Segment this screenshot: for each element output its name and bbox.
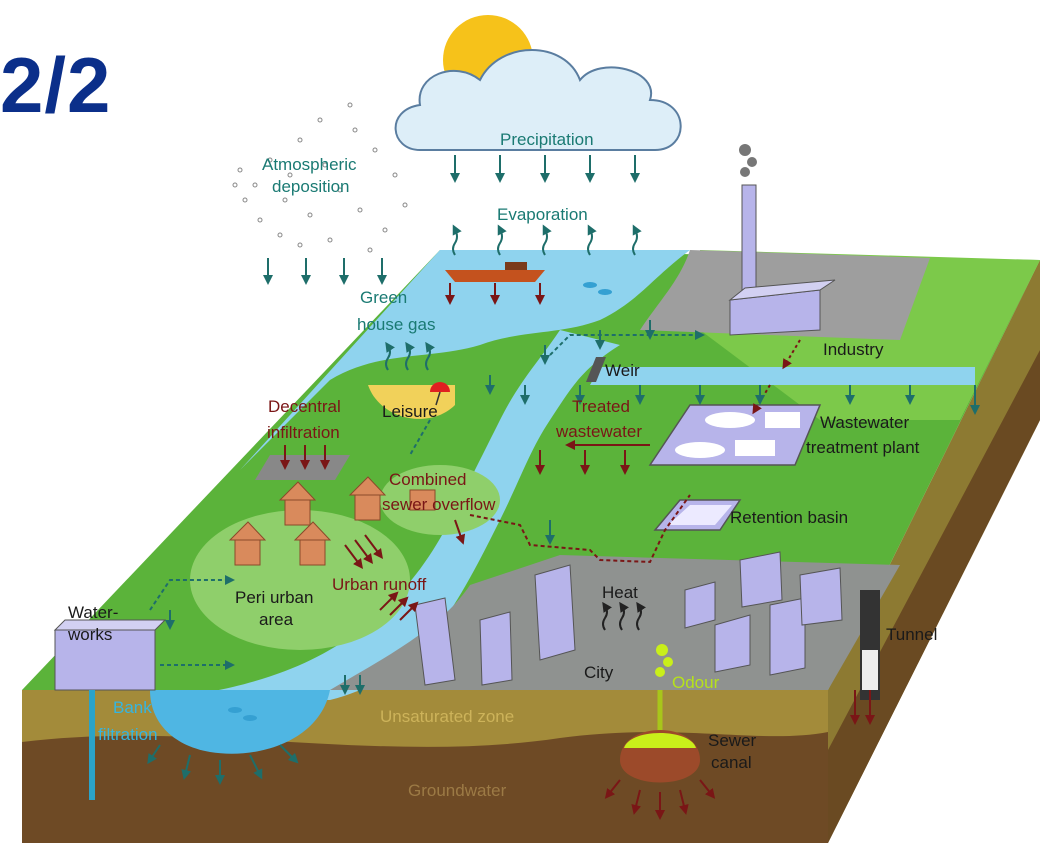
teal-flow-paths	[149, 330, 705, 670]
label-treated-1: Treated	[572, 397, 630, 416]
ship-arrows	[445, 283, 545, 305]
label-bank-1: Bank	[113, 698, 152, 717]
smoke-icon	[739, 144, 757, 177]
sewer-arrows	[604, 779, 716, 820]
leisure-beach	[368, 385, 455, 419]
label-precipitation: Precipitation	[500, 130, 594, 149]
cso-path	[469, 494, 691, 564]
label-greenhouse-1: Green	[360, 288, 407, 307]
label-groundwater: Groundwater	[408, 781, 507, 800]
groundwater-lens	[150, 690, 330, 754]
weir	[586, 357, 606, 382]
label-wwtp-1: Wastewater	[820, 413, 909, 432]
label-unsaturated: Unsaturated zone	[380, 707, 514, 726]
block-side-ground	[828, 350, 1040, 843]
evaporation-arrows	[452, 224, 642, 256]
label-wwtp-2: treatment plant	[806, 438, 920, 457]
odour-plume	[655, 644, 673, 677]
green-patch-2	[380, 465, 500, 535]
precipitation-arrows	[450, 155, 640, 183]
label-decentral-1: Decentral	[268, 397, 341, 416]
page-number: 2/2	[0, 41, 112, 129]
label-decentral-2: infiltration	[267, 423, 340, 442]
label-heat: Heat	[602, 583, 638, 602]
label-bank-2: filtration	[98, 725, 158, 744]
label-leisure: Leisure	[382, 402, 438, 421]
houses	[228, 476, 436, 566]
teal-down-arrows	[165, 320, 980, 695]
red-arrows	[280, 445, 875, 725]
label-industry: Industry	[823, 340, 884, 359]
label-waterworks-2: works	[67, 625, 112, 644]
fish-icon	[228, 282, 612, 721]
label-greenhouse-2: house gas	[357, 315, 435, 334]
label-sewer-2: canal	[711, 753, 752, 772]
label-treated-2: wastewater	[555, 422, 642, 441]
label-sewer-1: Sewer	[708, 731, 757, 750]
greenhouse-arrows	[385, 341, 435, 371]
label-atmospheric-2: deposition	[272, 177, 350, 196]
label-odour: Odour	[672, 673, 720, 692]
label-waterworks-1: Water-	[68, 603, 118, 622]
umbrella-icon	[430, 382, 450, 406]
lake	[240, 250, 690, 470]
infiltration-pad	[255, 455, 350, 480]
label-cso-2: sewer overflow	[382, 495, 496, 514]
label-runoff: Urban runoff	[332, 575, 426, 594]
heat-arrows	[602, 601, 646, 631]
label-peri-2: area	[259, 610, 294, 629]
city-buildings	[414, 551, 843, 686]
bank-filtration-arrows	[147, 744, 299, 785]
label-weir: Weir	[605, 361, 640, 380]
canal	[590, 367, 975, 385]
cloud	[394, 49, 682, 151]
ship-icon	[445, 262, 545, 282]
label-atmospheric-1: Atmospheric	[262, 155, 357, 174]
river	[150, 330, 620, 700]
label-retention: Retention basin	[730, 508, 848, 527]
deposition-dots	[232, 102, 408, 253]
label-cso-1: Combined	[389, 470, 467, 489]
deposition-arrows	[263, 258, 387, 285]
industry-outflow	[782, 339, 801, 370]
label-city: City	[584, 663, 614, 682]
label-evaporation: Evaporation	[497, 205, 588, 224]
label-peri-1: Peri urban	[235, 588, 313, 607]
label-tunnel: Tunnel	[886, 625, 937, 644]
industry-chimney	[741, 184, 757, 291]
